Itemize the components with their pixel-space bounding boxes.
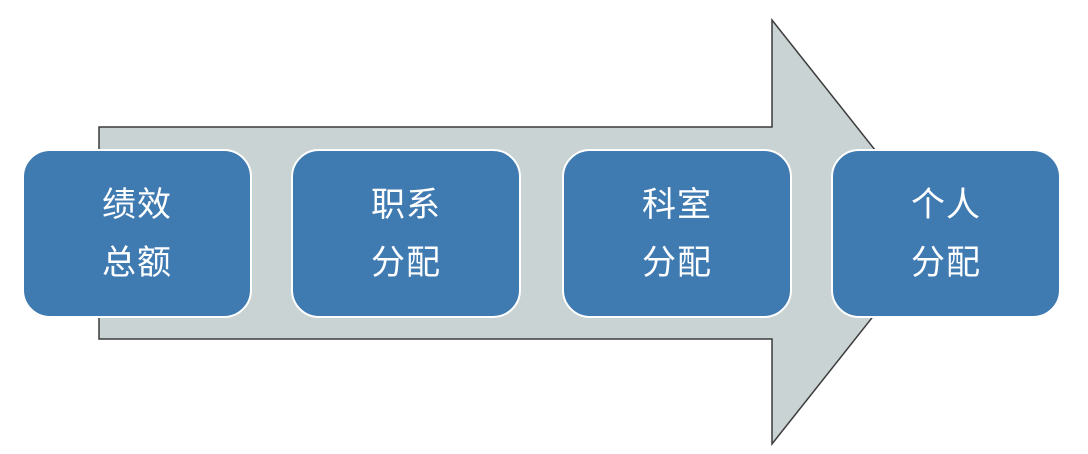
step-box-performance-total: 绩效 总额 (22, 149, 252, 318)
step-label-line1: 个人 (911, 184, 981, 225)
step-label-line2: 总额 (102, 242, 172, 283)
step-box-job-family-allocation: 职系 分配 (291, 149, 521, 318)
step-label-line1: 职系 (371, 184, 441, 225)
step-label-line2: 分配 (642, 242, 712, 283)
step-box-individual-allocation: 个人 分配 (831, 149, 1061, 318)
step-box-department-allocation: 科室 分配 (562, 149, 792, 318)
step-label-line1: 绩效 (102, 184, 172, 225)
step-label-line2: 分配 (911, 242, 981, 283)
step-label-line1: 科室 (642, 184, 712, 225)
step-label-line2: 分配 (371, 242, 441, 283)
